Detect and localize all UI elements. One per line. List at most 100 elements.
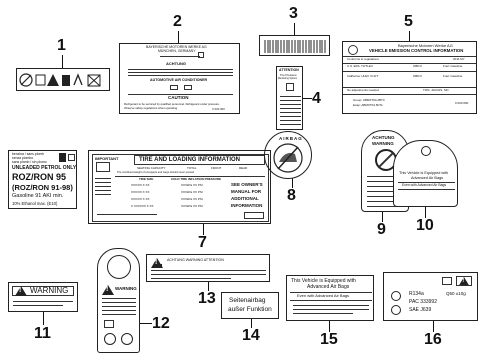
- label-6-unleaded: UNLEADED PETROL ONLY: [12, 165, 77, 171]
- rule: [367, 201, 405, 202]
- label-8-airbag: AIRBAG: [279, 136, 303, 141]
- rule: [95, 190, 111, 191]
- rule: [151, 278, 231, 279]
- label-2-ac-caution: BAYERISCHE MOTOREN WERKE AG MÜNCHEN, GER…: [119, 43, 240, 114]
- rule: [343, 87, 476, 88]
- rule: [293, 313, 353, 314]
- label-3-barcode: [259, 35, 330, 56]
- label-16-refrigerant: R134a Q50 ±10g PAC 333992 SAE J639: [383, 272, 478, 321]
- label-10-line3: Even with Advanced Air Bags: [402, 183, 447, 187]
- rule: [367, 176, 405, 177]
- label-7-tire-row-4: X XXXXXX X XX: [131, 204, 154, 208]
- label-5-row4-right: TWC, 2H/O2S, SFI: [423, 88, 449, 92]
- rule: [398, 189, 455, 190]
- rule: [128, 72, 233, 73]
- label-14-side-airbag: Seitenairbag außer Funktion: [221, 292, 279, 319]
- leader-3: [294, 23, 295, 35]
- label-6-gasoline: Gasoline 91 AKI min.: [12, 193, 64, 199]
- label-2-code: X 000 000: [212, 107, 225, 111]
- callout-5: 5: [404, 13, 413, 30]
- label-7-tire-loading: IMPORTANT TIRE AND LOADING INFORMATION S…: [88, 150, 271, 224]
- callout-9: 9: [377, 221, 386, 238]
- leader-12: [140, 323, 152, 324]
- rule: [343, 56, 476, 57]
- label-5-group1: Group: ABMXT04.2BT3: [353, 98, 385, 102]
- callout-16: 16: [424, 331, 442, 348]
- label-6-ethanol: 10% Ethanol max. (E10): [12, 201, 58, 206]
- label-2-header-2: MÜNCHEN, GERMANY: [158, 49, 196, 53]
- rule: [280, 120, 301, 121]
- label-5-row1-left: Conforms to regulations: [347, 57, 379, 61]
- label-7-additional: ADDITIONAL: [231, 196, 259, 201]
- label-11-warning: WARNING: [8, 282, 78, 312]
- label-12-tall-warning: WARNING: [97, 248, 140, 353]
- rule: [151, 270, 266, 271]
- rule: [97, 214, 157, 215]
- rule: [280, 124, 301, 125]
- callout-11: 11: [34, 325, 51, 342]
- label-5-row4-left: No adjustments needed: [347, 88, 379, 92]
- label-7-information: INFORMATION: [231, 203, 263, 208]
- rule: [293, 305, 369, 306]
- label-8-airbag-round: AIRBAG: [264, 131, 312, 179]
- pictogram-icons: [19, 73, 101, 87]
- manual-icon: [104, 320, 114, 328]
- frame: [170, 85, 178, 90]
- label-4-tpms-attention: ATTENTION Tire Pressure Monitoring Syste…: [276, 66, 303, 130]
- rule: [102, 314, 136, 315]
- label-7-important: IMPORTANT: [95, 156, 119, 161]
- frame: [96, 162, 110, 172]
- tpms-icon: [286, 83, 294, 91]
- label-14-line2: außer Funktion: [228, 306, 272, 313]
- rule: [367, 181, 405, 182]
- label-7-pressure-row-2: XXXkPa XX PSI: [181, 190, 203, 194]
- rule: [128, 69, 233, 70]
- label-10-visor-tag: This Vehicle is Equipped with Advanced A…: [393, 140, 458, 207]
- label-7-see-owners: SEE OWNER'S: [231, 182, 263, 187]
- label-15-line2: Advanced Air Bags: [307, 284, 350, 290]
- callout-2: 2: [173, 13, 182, 30]
- symbol-icon: [157, 264, 162, 268]
- ac-component-icon: [391, 291, 401, 301]
- label-5-row1-right: 2011 MY: [453, 57, 465, 61]
- label-13-warning-strip: ACHTUNG WARNING ATTENTION: [146, 254, 270, 282]
- leader-9: [382, 212, 383, 222]
- label-7-pressure-row-3: XXXkPa XX PSI: [181, 197, 203, 201]
- rule: [280, 112, 301, 113]
- label-15-line1: This Vehicle is Equipped with: [291, 278, 356, 284]
- label-7-cold-pressure: COLD TIRE INFLATION PRESSURE: [171, 177, 222, 181]
- rule: [102, 298, 136, 299]
- label-9-achtung: ACHTUNG: [372, 135, 395, 140]
- label-7-seating: SEATING CAPACITY: [137, 166, 166, 170]
- rule: [367, 206, 397, 207]
- label-6-ron9198: (ROZ/RON 91-98): [12, 183, 73, 192]
- rule: [280, 104, 301, 105]
- label-6-ron95: ROZ/RON 95: [12, 172, 67, 182]
- sae-icon: [391, 305, 401, 315]
- rule: [128, 75, 233, 76]
- leader-13: [208, 282, 209, 291]
- label-10-line1: This Vehicle is Equipped with: [399, 171, 449, 175]
- label-2-caution: CAUTION: [168, 95, 189, 100]
- rule: [95, 194, 111, 195]
- label-2-caution-2: Observe safety regulations when operatin…: [124, 106, 178, 110]
- label-7-total: TOTAL: [187, 166, 197, 170]
- child-seat-warning-icon: [273, 143, 303, 173]
- label-6-line1: benzina / sans plomb: [12, 152, 45, 156]
- rule: [280, 108, 301, 109]
- label-5-row3-mid: OBD II: [413, 74, 423, 78]
- label-4-attention: ATTENTION: [279, 68, 299, 72]
- rule: [367, 196, 405, 197]
- label-1-pictogram-strip: [16, 68, 110, 91]
- label-2-achtung: ACHTUNG: [166, 61, 186, 66]
- label-9-warning: WARNING: [372, 141, 394, 146]
- rule: [102, 306, 136, 307]
- rule: [95, 178, 111, 179]
- callout-7: 7: [198, 234, 207, 251]
- callout-13: 13: [198, 290, 216, 307]
- label-5-row3-right: Fuel: Gasoline: [443, 74, 463, 78]
- rule: [95, 186, 111, 187]
- no-child-front-icon: [121, 333, 133, 345]
- rule: [367, 186, 405, 187]
- manual-book-icon: [442, 277, 452, 285]
